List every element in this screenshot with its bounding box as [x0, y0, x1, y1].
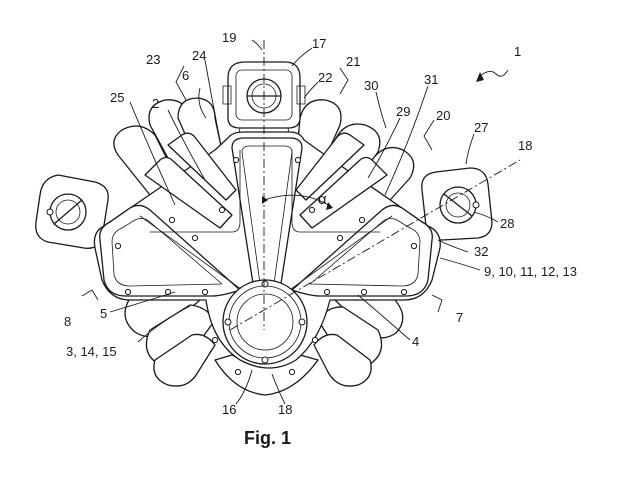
- ref-6: 6: [182, 68, 189, 83]
- ref-17: 17: [312, 36, 326, 51]
- ref-16: 16: [222, 402, 236, 417]
- throttle-body-left: [35, 174, 109, 249]
- leader-lines: [81, 39, 509, 405]
- ref-20: 20: [436, 108, 450, 123]
- ref-24: 24: [192, 48, 206, 63]
- ref-28: 28: [500, 216, 514, 231]
- ref-22: 22: [318, 70, 332, 85]
- ref-8: 8: [64, 314, 71, 329]
- ref-1: 1: [514, 44, 521, 59]
- ref-29: 29: [396, 104, 410, 119]
- ref-9-13: 9, 10, 11, 12, 13: [484, 264, 577, 279]
- figure-caption: Fig. 1: [244, 428, 291, 448]
- ref-4: 4: [412, 334, 419, 349]
- ref-21: 21: [346, 54, 360, 69]
- central-flange: [222, 279, 308, 365]
- ref-3-14-15: 3, 14, 15: [66, 344, 117, 359]
- ref-7: 7: [456, 310, 463, 325]
- plenum-left: [99, 204, 246, 297]
- center-lines: [229, 40, 521, 331]
- ref-18-axis: 18: [518, 138, 532, 153]
- ref-18-bottom: 18: [278, 402, 292, 417]
- ref-30: 30: [364, 78, 378, 93]
- ref-31: 31: [424, 72, 438, 87]
- ref-27: 27: [474, 120, 488, 135]
- manifold-flanges: [144, 132, 388, 233]
- ref-19: 19: [222, 30, 236, 45]
- ref-2: 2: [152, 96, 159, 111]
- ref-32: 32: [474, 244, 488, 259]
- ref-5: 5: [100, 306, 107, 321]
- ref-23: 23: [146, 52, 160, 67]
- housing-bolts: [114, 156, 418, 376]
- angle-alpha: α: [318, 191, 327, 208]
- ref-25: 25: [110, 90, 124, 105]
- reference-numerals: 1 2 4 5 6 7 8 16 17 18 18 19 20 21 22 23…: [64, 30, 577, 417]
